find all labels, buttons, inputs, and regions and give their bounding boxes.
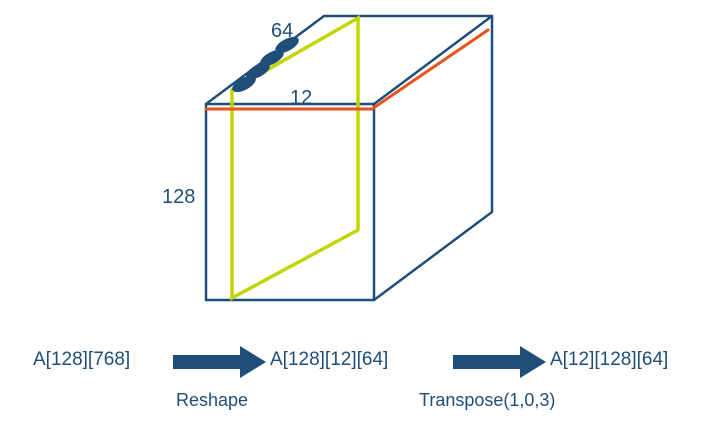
slice-dots	[232, 36, 299, 93]
shape-transposed-label: A[12][128][64]	[550, 349, 669, 370]
dot-ellipse	[260, 49, 284, 67]
dim-64-label: 64	[271, 20, 294, 42]
reshape-arrow	[173, 346, 266, 378]
transpose-op-label: Transpose(1,0,3)	[419, 390, 556, 410]
tensor-cube	[204, 14, 494, 302]
dot-ellipse	[246, 62, 270, 80]
shape-reshaped-label: A[128][12][64]	[270, 349, 389, 370]
slice-plane-outline	[230, 14, 360, 301]
transpose-arrow	[453, 346, 546, 378]
dim-12-label: 12	[290, 87, 313, 109]
cube-right-face	[372, 14, 494, 302]
shape-original-label: A[128][768]	[33, 349, 131, 370]
cube-top-face	[204, 14, 494, 106]
row-slice-line	[204, 28, 490, 111]
dot-ellipse	[275, 36, 299, 54]
dot-ellipse	[232, 75, 256, 93]
reshape-op-label: Reshape	[176, 390, 249, 410]
dim-128-label: 128	[162, 186, 196, 208]
